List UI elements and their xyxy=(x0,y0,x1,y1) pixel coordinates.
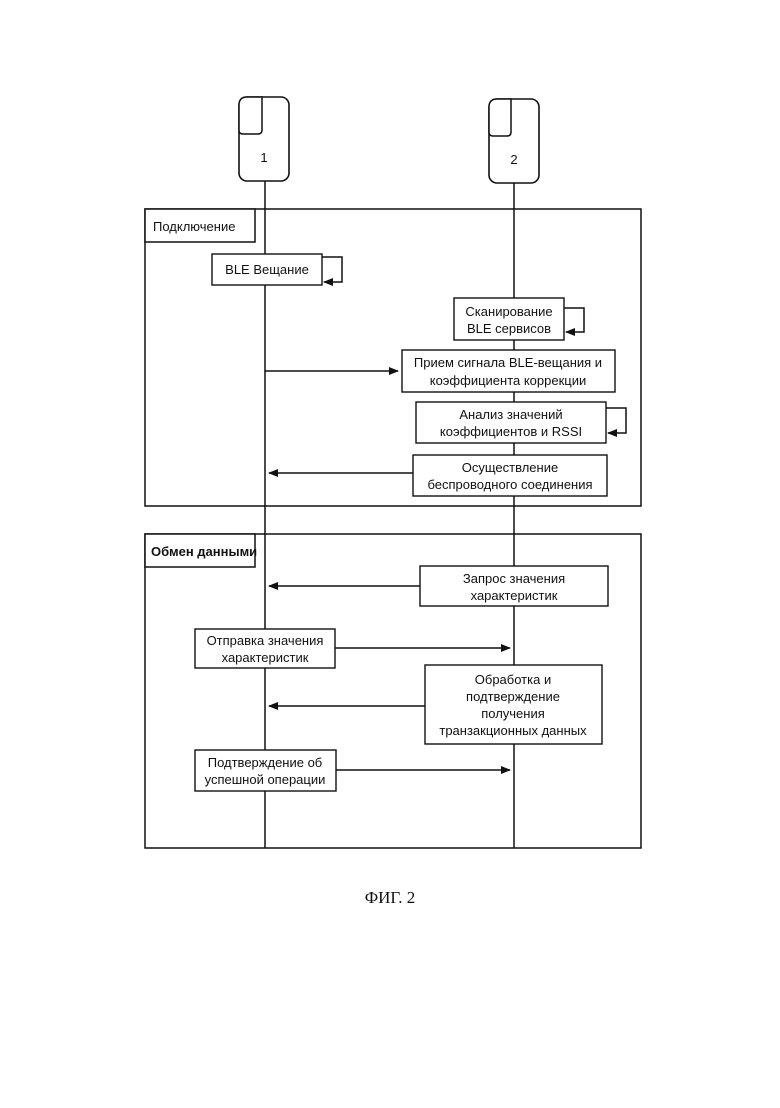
section-connection-title: Подключение xyxy=(153,219,235,234)
step-processing-line-4: транзакционных данных xyxy=(439,723,587,738)
step-wireless-connection-line-2: беспроводного соединения xyxy=(427,477,592,492)
step-request-characteristics-line-1: Запрос значения xyxy=(463,571,565,586)
step-request-characteristics: Запрос значения характеристик xyxy=(269,566,608,606)
step-receive-signal-line-2: коэффициента коррекции xyxy=(430,373,587,388)
step-wireless-connection-line-1: Осуществление xyxy=(462,460,558,475)
device-2-label: 2 xyxy=(510,152,517,167)
step-processing-line-2: подтверждение xyxy=(466,689,560,704)
step-scanning: Сканирование BLE сервисов xyxy=(454,298,584,340)
step-send-characteristics-line-1: Отправка значения xyxy=(207,633,324,648)
figure-caption: ФИГ. 2 xyxy=(0,888,780,908)
step-ble-broadcast: BLE Вещание xyxy=(212,254,342,285)
step-processing-line-1: Обработка и xyxy=(475,672,551,687)
device-2-phone-icon: 2 xyxy=(489,99,539,183)
device-1-phone-icon: 1 xyxy=(239,97,289,181)
step-analysis-line-1: Анализ значений xyxy=(459,407,562,422)
step-success-confirmation: Подтверждение об успешной операции xyxy=(195,750,510,791)
step-scanning-line-1: Сканирование xyxy=(465,304,552,319)
step-processing: Обработка и подтверждение получения тран… xyxy=(269,665,602,744)
step-success-confirmation-line-2: успешной операции xyxy=(205,772,326,787)
step-request-characteristics-line-2: характеристик xyxy=(471,588,558,603)
section-data-exchange-title: Обмен данными xyxy=(151,544,257,559)
step-send-characteristics-line-2: характеристик xyxy=(222,650,309,665)
step-processing-line-3: получения xyxy=(481,706,545,721)
step-success-confirmation-line-1: Подтверждение об xyxy=(208,755,323,770)
step-analysis: Анализ значений коэффициентов и RSSI xyxy=(416,402,626,443)
step-receive-signal-line-1: Прием сигнала BLE-вещания и xyxy=(414,355,602,370)
step-wireless-connection: Осуществление беспроводного соединения xyxy=(269,455,607,496)
step-ble-broadcast-line-1: BLE Вещание xyxy=(225,262,309,277)
step-scanning-line-2: BLE сервисов xyxy=(467,321,551,336)
step-analysis-line-2: коэффициентов и RSSI xyxy=(440,424,582,439)
step-send-characteristics: Отправка значения характеристик xyxy=(195,629,510,668)
step-receive-signal: Прием сигнала BLE-вещания и коэффициента… xyxy=(265,350,615,392)
device-1-label: 1 xyxy=(260,150,267,165)
